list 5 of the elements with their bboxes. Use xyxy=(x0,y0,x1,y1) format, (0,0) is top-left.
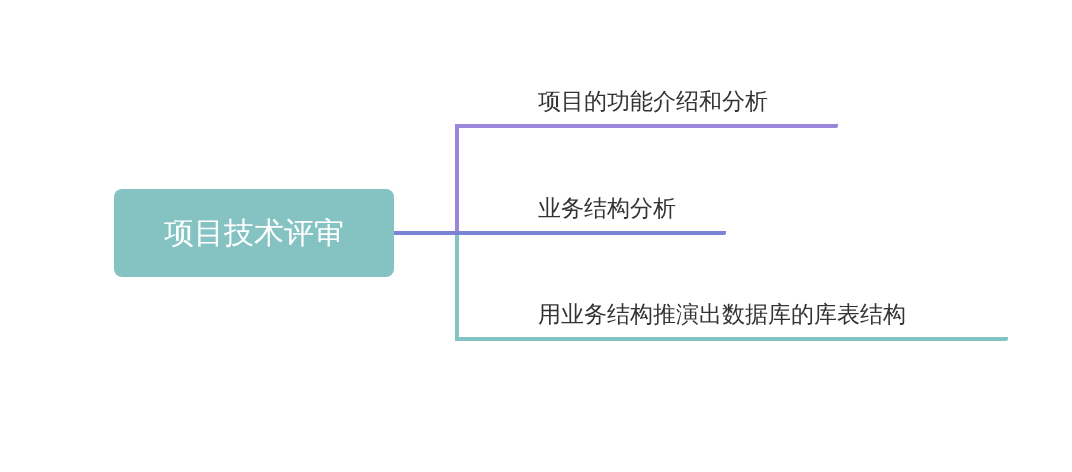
topic-box xyxy=(114,189,394,277)
topic-text: 项目技术评审 xyxy=(164,213,344,252)
branch-text: 项目的功能介绍和分析 xyxy=(538,86,768,116)
branch-text: 业务结构分析 xyxy=(538,193,676,223)
branch-text: 用业务结构推演出数据库的库表结构 xyxy=(538,299,906,329)
